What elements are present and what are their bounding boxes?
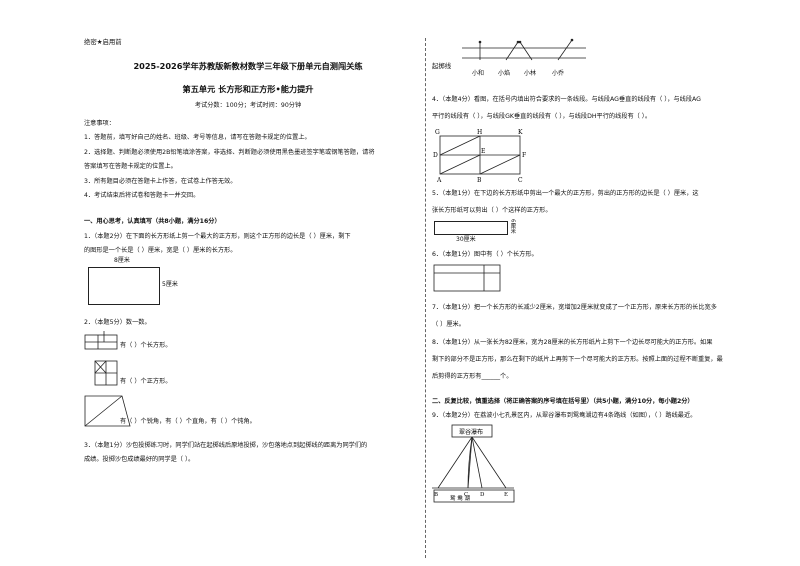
q4-point-label: F xyxy=(522,152,526,159)
q2a-figure: 有（ ）个长方形。 xyxy=(84,330,412,356)
q4-point-label: G xyxy=(435,129,440,136)
q6-text: 6．（本题1分）图中有（ ）个长方形。 xyxy=(432,251,538,259)
note-item: 4．考试结束后将试卷和答题卡一并交回。 xyxy=(84,191,200,199)
q9-routes-diagram: 翠谷瀑布 B C D E 鸳 鸯 湖 xyxy=(432,424,515,503)
q5-text-line1: 5．（本题1分）在下边的长方形纸中剪出一个最大的正方形，剪出的正方形的边长是（ … xyxy=(432,189,699,197)
q9-figure: 翠谷瀑布 B C D E 鸳 鸯 湖 xyxy=(432,424,772,506)
q7-text-line2: （ ）厘米。 xyxy=(432,321,465,329)
q2b-figure: 有（ ）个正方形。 xyxy=(84,360,412,390)
q9-point-label: C xyxy=(464,492,468,498)
q3-text-line1: 3．（本题1分）沙包投掷练习时，同学们站在起掷线后原地投掷，沙包落地点到起掷线的… xyxy=(84,441,368,449)
q4-point-label: H xyxy=(477,129,482,136)
q6-figure xyxy=(432,264,772,294)
q4-grid-diagram: G H K D E F A B C xyxy=(433,129,526,184)
q4-text-line2: 平行的线段有（ ），与线段GK垂直的线段有（ ），与线段DH平行的线段有（ ）。 xyxy=(432,113,652,121)
q2a-rectangles-diagram xyxy=(84,330,118,350)
q2c-trapezoid-diagram xyxy=(84,395,131,427)
q9-point-label: E xyxy=(504,492,508,498)
note-item: 答案填写在答题卡规定的位置上。 xyxy=(84,163,177,171)
q2a-answer-text: 有（ ）个长方形。 xyxy=(120,341,172,349)
q2b-squares-diagram xyxy=(94,360,118,386)
q5-figure: 6厘米 30厘米 xyxy=(432,219,772,247)
notes-heading: 注意事项： xyxy=(84,120,115,128)
q1-text-line1: 1．（本题2分）在下面的长方形纸上剪一个最大的正方形，则这个正方形的边长是（ ）… xyxy=(84,232,351,240)
q3-throw-figure: 起掷线 小和 小焰 小林 小乔 xyxy=(432,38,772,80)
q8-text-line2: 剩下的部分不是正方形，那么在剩下的纸片上再剪下一个尽可能大的正方形。按照上面的过… xyxy=(432,355,723,363)
exam-title: 2025-2026学年苏教版新教材数学三年级下册单元自测闯关练 xyxy=(133,60,363,71)
q4-point-label: K xyxy=(518,129,523,136)
q2b-answer-text: 有（ ）个正方形。 xyxy=(120,377,172,385)
q3-name-label: 小乔 xyxy=(552,70,565,77)
q5-bottom-label: 30厘米 xyxy=(456,236,476,244)
q1-side-label: 5厘米 xyxy=(162,281,178,289)
q1-text-line2: 的图形是一个长是（ ）厘米，宽是（ ）厘米的长方形。 xyxy=(84,247,237,254)
q3-text-line2: 成绩。投掷沙包成绩最好的同学是（ ）。 xyxy=(84,456,195,464)
section1-heading: 一、用心思考，认真填写（共8小题，满分16分） xyxy=(84,218,221,226)
q4-point-label: E xyxy=(481,148,485,155)
note-item: 3．所有题目必须在答题卡上作答，在试卷上作答无效。 xyxy=(84,177,237,185)
q4-point-label: D xyxy=(433,152,438,159)
q2c-answer-text: 有（ ）个锐角，有（ ）个直角，有（ ）个钝角。 xyxy=(120,417,256,425)
q3-throw-diagram xyxy=(462,38,586,61)
q5-rectangle xyxy=(434,221,508,236)
note-item: 1．答题前，填写好自己的姓名、班级、考号等信息，请写在答题卡规定的位置上。 xyxy=(84,134,311,142)
q8-text-line3: 后剪得的正方形有______个。 xyxy=(432,373,513,381)
q9-point-label: B xyxy=(434,492,438,498)
q2c-figure: 有（ ）个锐角，有（ ）个直角，有（ ）个钝角。 xyxy=(84,394,412,430)
left-column: 绝密★启用前 2025-2026学年苏教版新教材数学三年级下册单元自测闯关练 第… xyxy=(84,38,412,464)
q5-text-line2: 张长方形纸可以剪出（ ）个这样的正方形。 xyxy=(432,207,552,215)
q9-bottom-label: 鸳 鸯 湖 xyxy=(450,494,470,502)
q4-point-label: A xyxy=(436,177,442,184)
q1-figure: 8厘米 5厘米 xyxy=(84,257,412,315)
q8-text-line1: 8．（本题1分）从一张长为82厘米，宽为28厘米的长方形纸片上剪下一个边长尽可能… xyxy=(432,338,713,346)
unit-subtitle: 第五单元 长方形和正方形•能力提升 xyxy=(182,83,314,94)
q1-top-label: 8厘米 xyxy=(114,257,130,265)
q3-start-line-label: 起掷线 xyxy=(432,62,452,70)
q3-name-label: 小和 xyxy=(472,70,485,77)
q4-point-label: C xyxy=(518,177,523,184)
q4-point-label: B xyxy=(477,177,482,184)
q1-rectangle xyxy=(88,267,160,306)
q9-point-label: D xyxy=(480,492,485,498)
section2-heading: 二、反复比较，慎重选择（将正确答案的序号填在括号里）（共5小题，满分10分，每小… xyxy=(432,397,694,405)
q7-text-line1: 7．（本题1分）把一个长方形的长减少2厘米，宽增加2厘米就变成了一个正方形，原来… xyxy=(432,303,717,311)
right-column: 起掷线 小和 小焰 小林 小乔 4．（本题4分）看图，在括号内填出符合要求的一条… xyxy=(432,38,772,506)
q9-top-label: 翠谷瀑布 xyxy=(459,428,483,436)
exam-meta: 考试分数：100分；考试时间：90分钟 xyxy=(194,101,302,109)
q9-text: 9．（本题2分）在荔波小七孔景区内，从翠谷瀑布到鸳鸯湖边有4条路线（如图），（ … xyxy=(432,411,697,419)
q4-text-line1: 4．（本题4分）看图，在括号内填出符合要求的一条线段。与线段AG垂直的线段有（ … xyxy=(432,96,701,103)
note-item: 2．选择题、判断题必须使用2B铅笔填涂答案，非选择、判断题必须使用黑色墨迹签字笔… xyxy=(84,148,375,156)
q4-figure: G H K D E F A B C xyxy=(432,128,772,186)
q5-side-label: 6厘米 xyxy=(509,219,516,234)
q3-name-label: 小焰 xyxy=(498,70,511,77)
q2-text: 2．（本题5分）数一数。 xyxy=(84,319,151,327)
q6-rectangles-diagram xyxy=(433,264,501,292)
column-divider xyxy=(425,38,426,558)
secret-mark: 绝密★启用前 xyxy=(84,38,122,46)
q3-name-label: 小林 xyxy=(524,70,537,77)
